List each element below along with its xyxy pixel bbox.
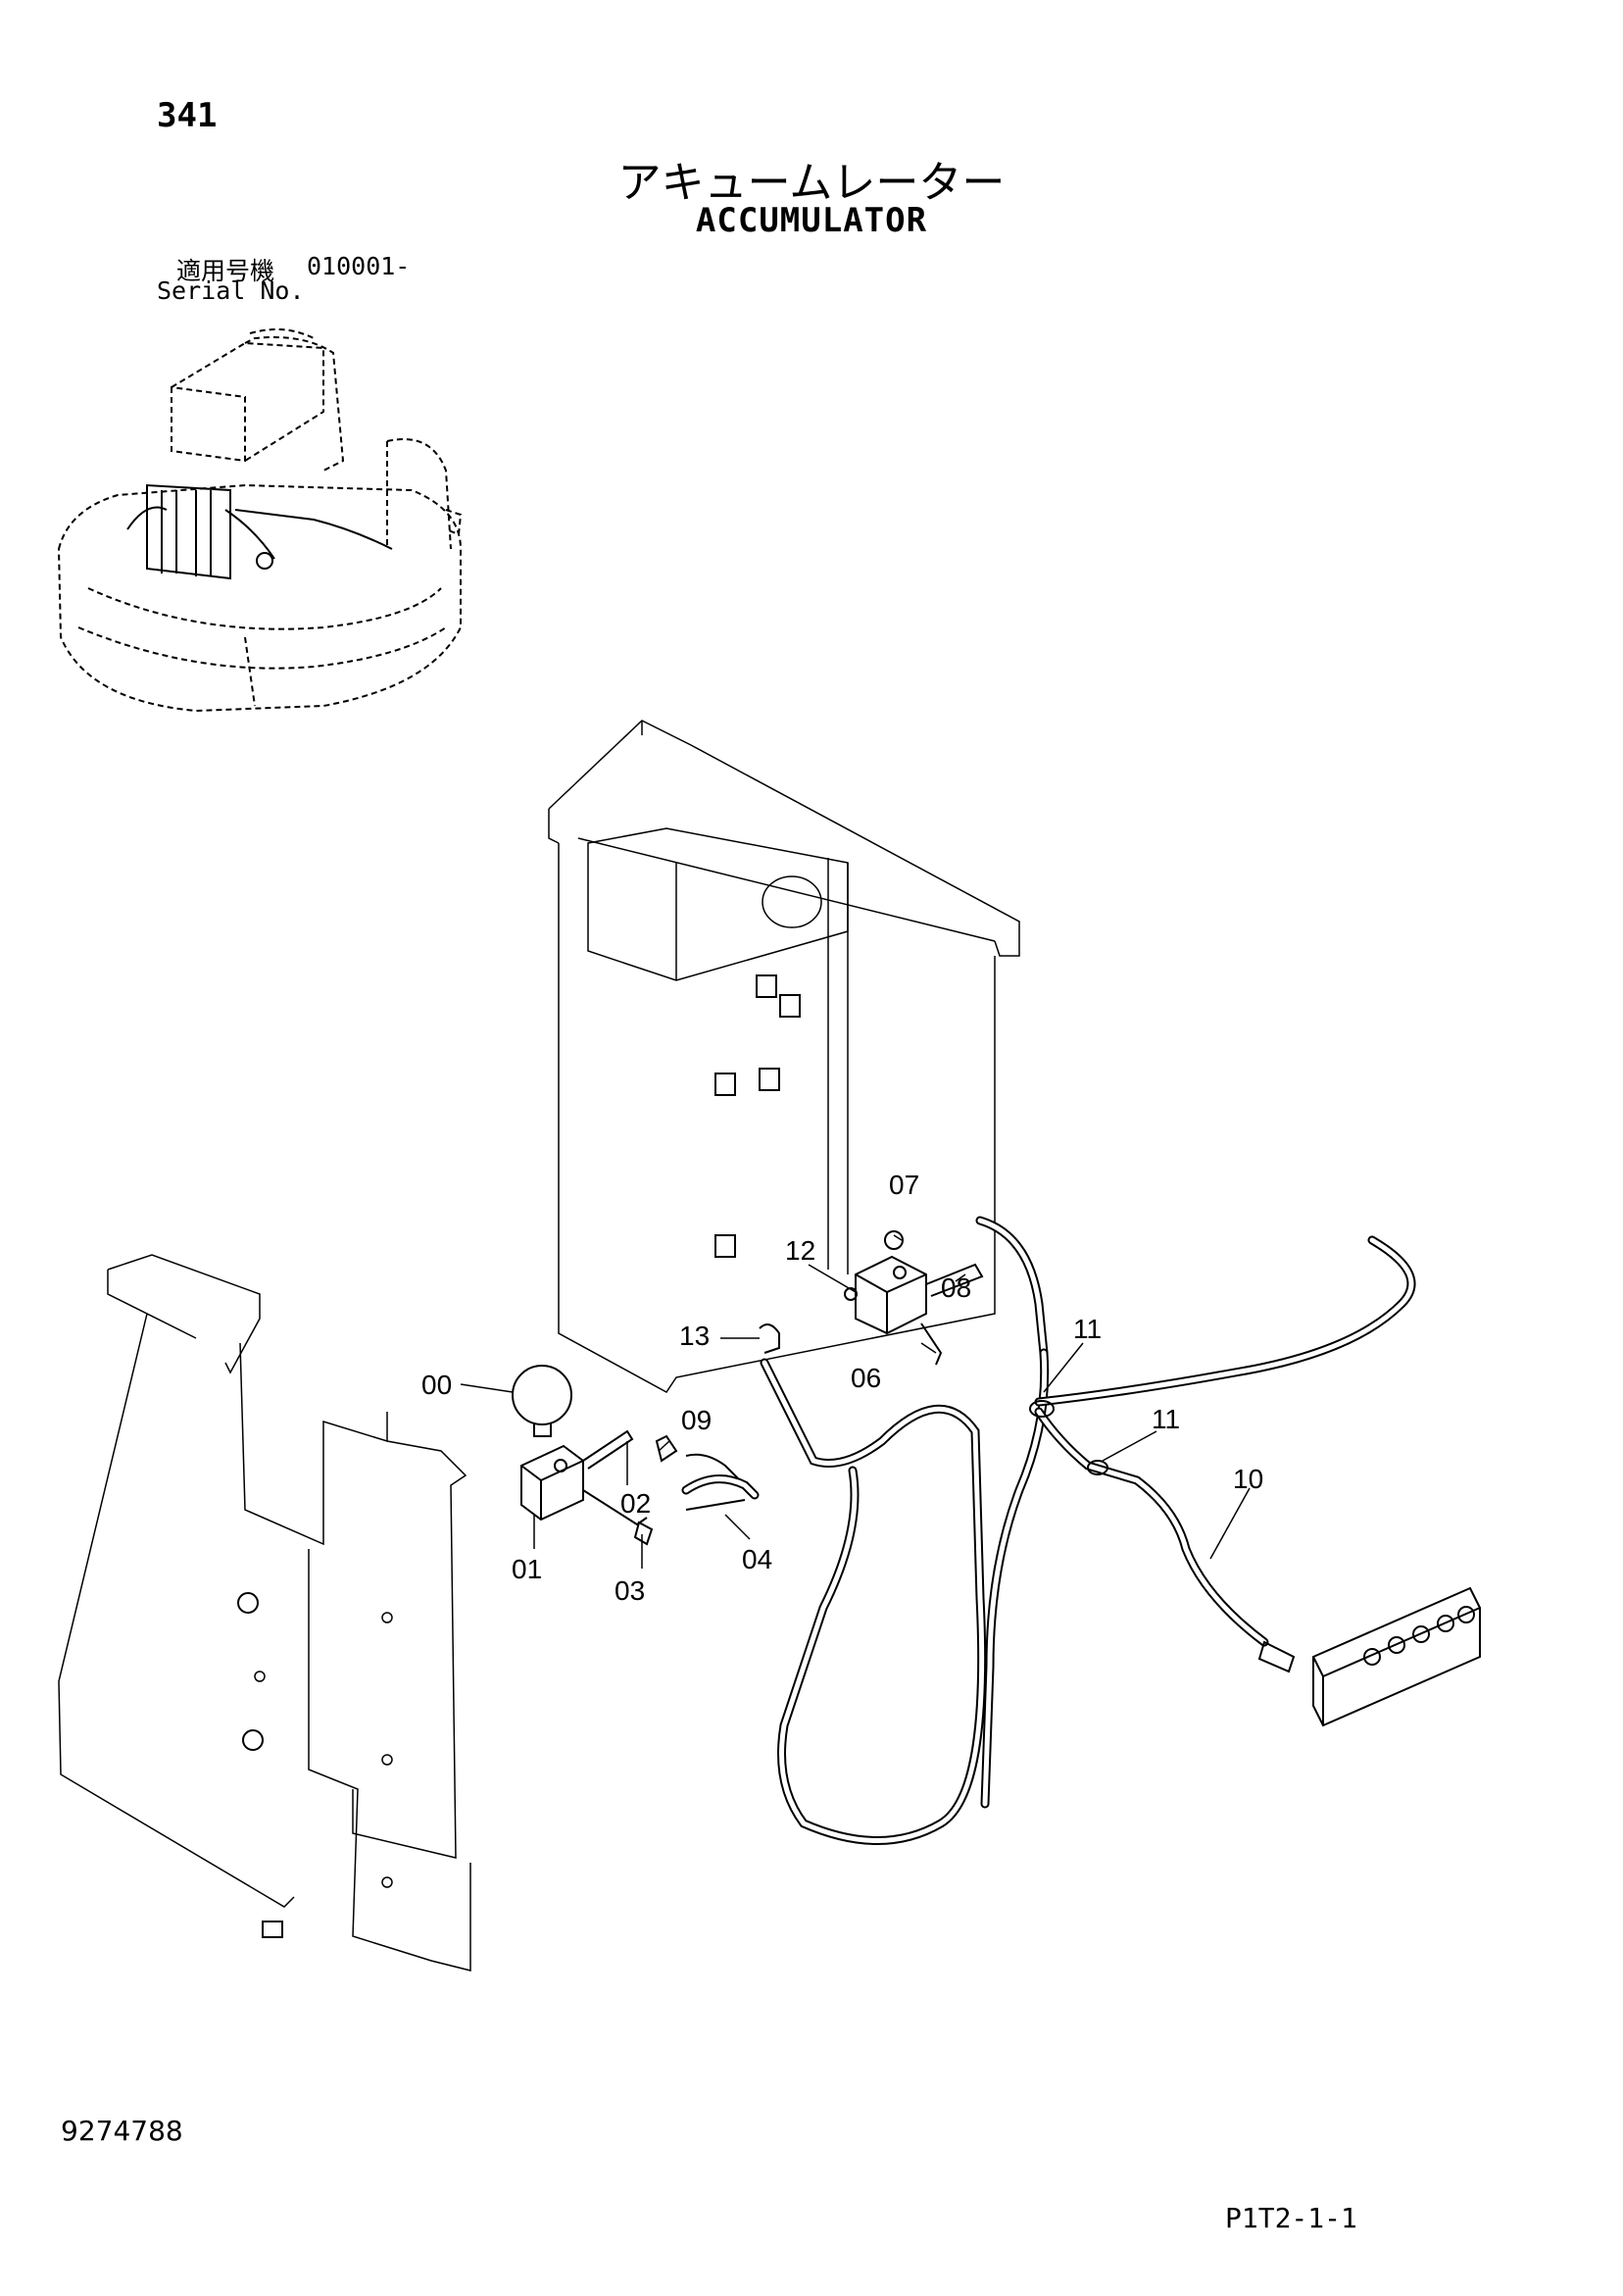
relief-valve-block [759,1230,984,1366]
callout-10: 10 [1233,1464,1263,1494]
machine-overview-illustration [57,328,463,713]
serial-number-value: 010001- [307,252,411,280]
callout-00: 00 [421,1370,452,1400]
callout-13: 13 [679,1321,710,1351]
control-valve-manifold [1257,1586,1481,1727]
callout-02: 02 [620,1488,651,1519]
callout-labels: 00 01 02 03 04 06 07 08 09 10 11 11 12 1… [421,1170,1263,1606]
callout-03: 03 [615,1575,645,1606]
leader-lines [460,1234,1251,1569]
callout-01: 01 [512,1554,542,1584]
hoses [681,1216,1416,1845]
callout-11-a: 11 [1073,1314,1102,1344]
side-panel [58,1254,471,1972]
figure-code: P1T2-1-1 [1225,2202,1357,2234]
title-japanese: アキュームレーター [617,158,1006,208]
panel-clips [714,974,801,1258]
callout-12: 12 [785,1235,815,1266]
callout-04: 04 [742,1544,772,1574]
mounting-panel [548,720,1020,1393]
callout-09: 09 [681,1405,712,1435]
callout-06: 06 [851,1363,881,1393]
serial-label-english: Serial No. [157,276,305,305]
serial-label-japanese: 適用号機 [176,257,275,285]
accumulator-assembly [512,1365,756,1546]
title-english: ACCUMULATOR [695,201,928,240]
document-number: 9274788 [61,2115,183,2147]
callout-08: 08 [941,1273,971,1303]
page-number: 341 [157,96,218,135]
callout-07: 07 [889,1170,919,1200]
callout-11-b: 11 [1152,1404,1180,1434]
